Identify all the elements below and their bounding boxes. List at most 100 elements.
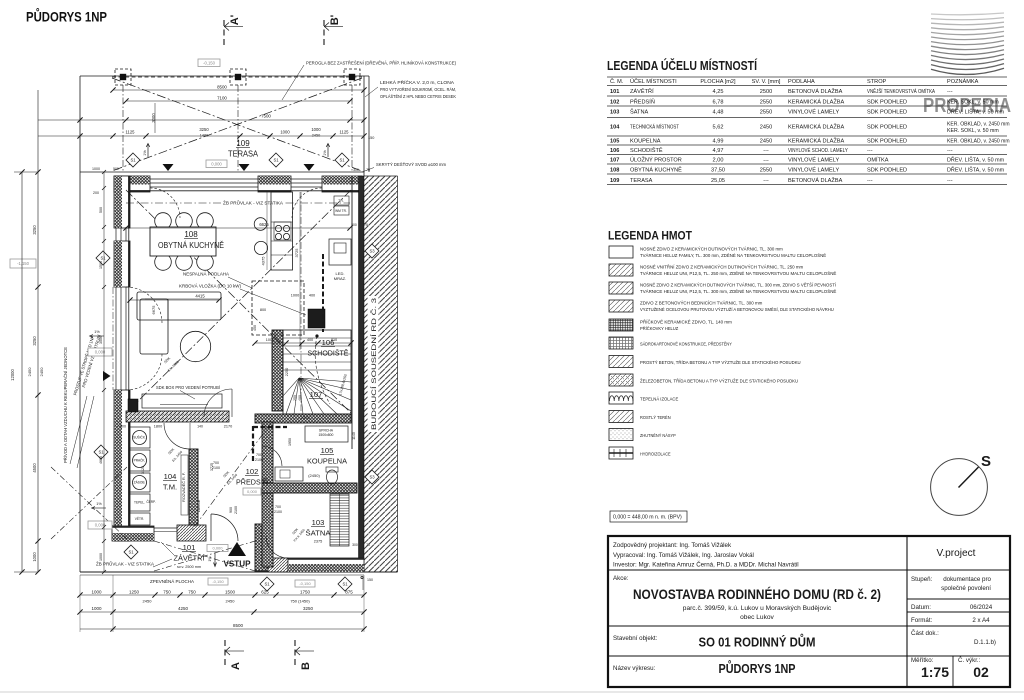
svg-text:2375: 2375 [314,540,322,544]
svg-text:ZDIVO Z BETONOVÝCH BEDNICÍCH T: ZDIVO Z BETONOVÝCH BEDNICÍCH TVÁRNIC, TL… [640,300,763,306]
svg-text:LEGENDA ÚČELU MÍSTNOSTÍ: LEGENDA ÚČELU MÍSTNOSTÍ [607,58,757,73]
svg-text:LAVICE: LAVICE [197,499,201,512]
svg-text:S1: S1 [342,582,348,587]
svg-text:17x169,4x250: 17x169,4x250 [338,374,348,396]
svg-text:0,000: 0,000 [95,350,106,355]
svg-text:---: --- [947,89,953,95]
svg-text:06/2024: 06/2024 [970,604,993,611]
svg-text:1125: 1125 [125,130,135,135]
svg-text:2100: 2100 [212,466,220,470]
svg-text:300: 300 [351,223,357,227]
svg-text:NOVOSTAVBA RODINNÉHO DOMU (RD: NOVOSTAVBA RODINNÉHO DOMU (RD č. 2) [633,586,881,602]
svg-text:KOUPELNA: KOUPELNA [630,139,661,145]
svg-text:OBYTNÁ KUCHYNĚ: OBYTNÁ KUCHYNĚ [158,241,224,250]
svg-text:4,99: 4,99 [713,139,724,145]
svg-text:NOSNÉ ZDIVO Z KERAMICKÝCH DUTI: NOSNÉ ZDIVO Z KERAMICKÝCH DUTINOVÝCH TVÁ… [640,281,837,288]
svg-text:DŘEV. LIŠTA, v. 50 mm: DŘEV. LIŠTA, v. 50 mm [947,166,1004,174]
svg-text:SDK PODHLED: SDK PODHLED [867,139,907,145]
svg-text:500: 500 [120,425,126,429]
svg-text:1%: 1% [94,330,100,334]
svg-text:102: 102 [610,100,619,106]
svg-text:1500x800: 1500x800 [319,433,334,437]
svg-text:2450: 2450 [27,367,32,377]
svg-text:---: --- [763,148,769,154]
svg-text:2,00: 2,00 [713,158,724,164]
svg-text:A: A [230,662,242,670]
svg-text:PŘEDSÍŇ: PŘEDSÍŇ [236,478,268,487]
svg-text:VINYLOVÉ LAMELY: VINYLOVÉ LAMELY [788,157,839,164]
svg-text:Stavební objekt:: Stavební objekt: [613,635,658,642]
svg-text:TEPEL.: TEPEL. [134,501,145,505]
svg-text:TERASA: TERASA [228,150,259,159]
svg-text:-1,150: -1,150 [17,261,30,266]
svg-text:SUŠIČK.: SUŠIČK. [133,435,146,440]
svg-text:-0,150: -0,150 [203,60,216,65]
svg-text:ZÁVĚTŘÍ: ZÁVĚTŘÍ [630,87,654,95]
svg-text:0,000: 0,000 [211,161,222,166]
svg-text:4,25: 4,25 [713,89,724,95]
svg-text:Datum:: Datum: [911,604,931,611]
svg-text:1%: 1% [143,150,147,156]
svg-text:ÚČEL MÍSTNOSTI: ÚČEL MÍSTNOSTI [630,78,677,85]
svg-text:103: 103 [312,518,325,527]
svg-text:KER. OBKLAD, v. 2450 mm: KER. OBKLAD, v. 2450 mm [947,139,1010,145]
svg-text:V.project: V.project [937,547,976,559]
svg-text:300: 300 [353,168,359,172]
svg-text:7500: 7500 [261,114,271,119]
svg-text:TVÁRNICE HELUZ UNI, P12,5, TL.: TVÁRNICE HELUZ UNI, P12,5, TL. 300 mm, Z… [640,287,836,294]
svg-text:LED.: LED. [336,271,345,276]
svg-text:Akce:: Akce: [613,575,629,582]
svg-text:PŘÍVOD A ODTAH VZDUCHU K REKUP: PŘÍVOD A ODTAH VZDUCHU K REKUPERAČNÍ JED… [63,347,68,463]
svg-text:D.1.1.b): D.1.1.b) [974,639,996,646]
svg-text:KRBOVÁ VLOŽKA (DO 10 kW): KRBOVÁ VLOŽKA (DO 10 kW) [179,282,241,289]
svg-text:Formát:: Formát: [911,617,933,624]
svg-text:ŠATNA: ŠATNA [306,529,332,538]
svg-text:ŽELEZOBETON, TŘÍDA BETONU A TY: ŽELEZOBETON, TŘÍDA BETONU A TYP VÝZTUŽE … [640,376,798,383]
svg-text:společné povolení: společné povolení [941,585,991,592]
svg-text:4,48: 4,48 [713,110,724,116]
svg-text:2450: 2450 [226,599,236,604]
svg-text:75: 75 [366,168,370,172]
svg-text:1140: 1140 [352,432,356,440]
svg-text:SCHODIŠTĚ: SCHODIŠTĚ [308,349,349,358]
svg-text:1000: 1000 [311,127,321,132]
svg-text:SDK: SDK [222,470,230,479]
svg-text:ŽB PRŮVLAK - VIZ STATIKA: ŽB PRŮVLAK - VIZ STATIKA [223,201,283,206]
svg-text:PŮDORYS 1NP: PŮDORYS 1NP [26,7,107,25]
svg-text:2100: 2100 [255,458,263,462]
svg-text:109: 109 [610,178,619,184]
svg-text:VNĚJŠÍ TENKOVRSTVÁ OMÍTKA: VNĚJŠÍ TENKOVRSTVÁ OMÍTKA [867,87,935,95]
svg-text:875: 875 [345,590,353,595]
svg-text:ROZVADĚČ R. F.: ROZVADĚČ R. F. [181,472,186,502]
svg-text:S1: S1 [100,256,106,261]
svg-text:800: 800 [260,308,266,312]
svg-text:TECHNICKÁ MÍSTNOST: TECHNICKÁ MÍSTNOST [630,124,679,131]
svg-text:sv.v. 2500 mm: sv.v. 2500 mm [177,565,201,569]
svg-text:S1: S1 [264,582,270,587]
svg-text:ROSTLÝ TERÉN: ROSTLÝ TERÉN [640,414,671,420]
svg-text:PRAČK.: PRAČK. [134,458,146,463]
svg-text:-0,150: -0,150 [212,579,224,584]
svg-text:4375: 4375 [261,256,266,266]
svg-text:4500: 4500 [32,463,37,473]
svg-text:S3: S3 [369,475,375,480]
svg-text:ZPEVNĚNÁ PLOCHA: ZPEVNĚNÁ PLOCHA [150,577,195,584]
svg-text:LEGENDA HMOT: LEGENDA HMOT [608,229,693,243]
svg-text:900: 900 [229,507,233,513]
svg-text:12000: 12000 [10,369,15,381]
svg-text:2 x A4: 2 x A4 [972,617,990,624]
svg-text:400: 400 [307,338,313,342]
svg-text:SDK: SDK [163,356,172,364]
svg-text:1000: 1000 [32,552,37,562]
svg-text:2100: 2100 [274,510,282,514]
svg-text:S1: S1 [130,158,136,163]
svg-text:VINYLOVÉ LAMELY: VINYLOVÉ LAMELY [788,167,839,174]
svg-text:Č. výkr.:: Č. výkr.: [958,657,981,664]
svg-text:TERASA: TERASA [630,178,653,184]
svg-text:106: 106 [322,338,335,347]
svg-text:Investor: Mgr. Kateřina Amruz: Investor: Mgr. Kateřina Amruz Černá, Ph.… [613,562,799,569]
svg-text:2375: 2375 [301,416,309,420]
svg-text:140: 140 [197,425,203,429]
svg-text:T.M.: T.M. [163,483,177,492]
svg-text:1480: 1480 [200,134,208,138]
